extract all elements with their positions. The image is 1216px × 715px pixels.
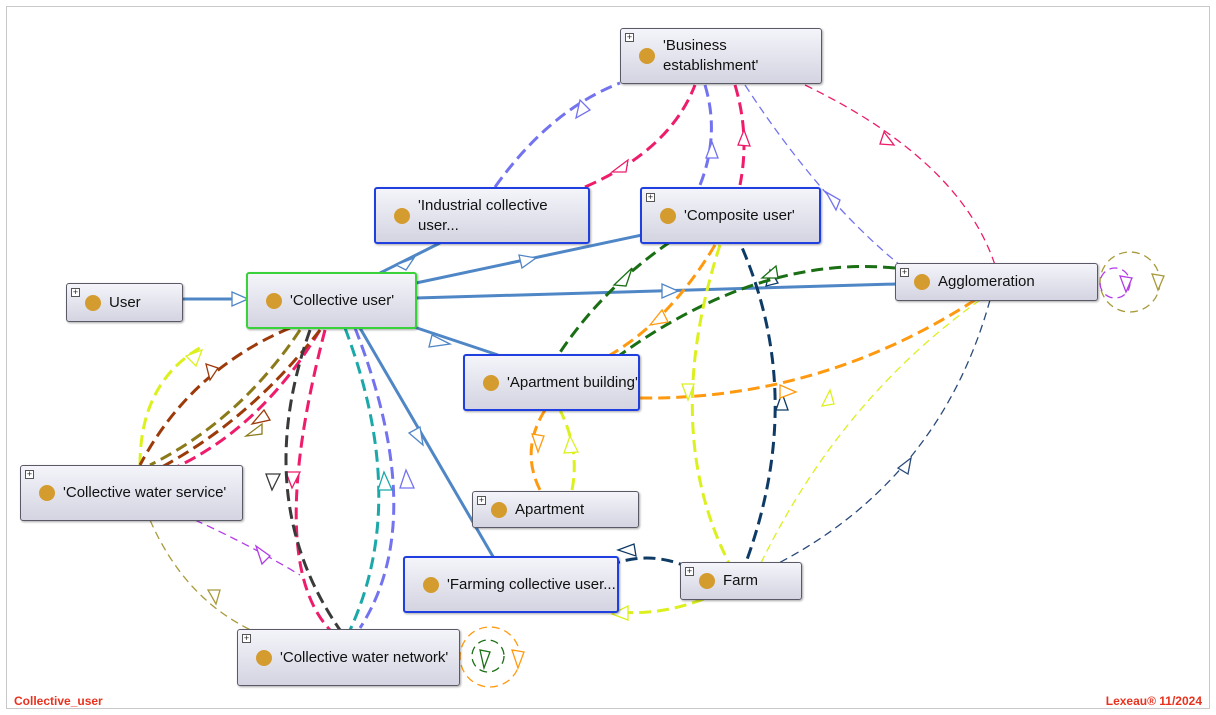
node-industrial-collective-user[interactable]: 'Industrial collective user... [374, 187, 590, 244]
green-edges [471, 240, 896, 673]
expand-icon[interactable]: + [646, 192, 655, 202]
node-apartment-building[interactable]: 'Apartment building' [463, 354, 640, 411]
subclass-edges [182, 233, 897, 561]
expand-icon[interactable]: + [685, 566, 694, 576]
magenta-edges [169, 84, 996, 632]
expand-icon[interactable]: + [477, 495, 486, 505]
node-label: User [109, 293, 141, 311]
individual-dot-icon [639, 48, 655, 64]
individual-dot-icon [491, 501, 507, 518]
node-label: 'Collective water network' [280, 648, 449, 666]
teal-edges [343, 327, 394, 631]
copyright-label: Lexeau® 11/2024 [1105, 694, 1202, 708]
node-apartment[interactable]: + Apartment [472, 491, 639, 528]
individual-dot-icon [266, 292, 282, 309]
lime-edges [138, 244, 981, 621]
node-user[interactable]: + User [66, 283, 183, 322]
node-label: Agglomeration [938, 273, 1035, 290]
orange-edges [459, 244, 976, 688]
diagram-name-label: Collective_user [14, 694, 103, 708]
olive-edges [149, 251, 1165, 633]
expand-icon[interactable]: + [900, 267, 909, 277]
individual-dot-icon [699, 573, 715, 589]
individual-dot-icon [85, 294, 101, 311]
brown-edges [138, 326, 322, 470]
node-collective-user[interactable]: 'Collective user' [246, 272, 417, 329]
node-label: 'Apartment building' [507, 373, 638, 391]
edge-collective-apartment-building [407, 323, 499, 357]
individual-dot-icon [660, 207, 676, 224]
edge-collective-agglomeration [415, 282, 897, 300]
individual-dot-icon [423, 576, 439, 593]
individual-dot-icon [39, 485, 55, 501]
node-label: 'Collective water service' [63, 484, 227, 501]
node-composite-user[interactable]: + 'Composite user' [640, 187, 821, 244]
individual-dot-icon [394, 207, 410, 224]
node-label: 'Composite user' [684, 206, 795, 224]
expand-icon[interactable]: + [25, 469, 34, 479]
periwinkle-edges [353, 81, 901, 629]
diagram-frame [6, 6, 1210, 709]
node-label: 'Business establishment' [663, 37, 759, 74]
node-collective-water-service[interactable]: + 'Collective water service' [20, 465, 243, 521]
expand-icon[interactable]: + [71, 287, 80, 297]
individual-dot-icon [483, 374, 499, 391]
individual-dot-icon [256, 649, 272, 666]
individual-dot-icon [914, 274, 930, 290]
node-label: 'Industrial collective user... [418, 196, 548, 234]
node-farm[interactable]: + Farm [680, 562, 802, 600]
node-label: 'Collective user' [290, 291, 395, 309]
node-business-establishment[interactable]: + 'Business establishment' [620, 28, 822, 84]
node-collective-water-network[interactable]: + 'Collective water network' [237, 629, 460, 686]
node-label: Apartment [515, 500, 585, 518]
expand-icon[interactable]: + [625, 32, 634, 42]
violet-edges [194, 267, 1133, 576]
node-agglomeration[interactable]: + Agglomeration [895, 263, 1098, 301]
edge-collective-industrial [379, 241, 441, 275]
dark-edges [265, 329, 342, 631]
node-label: Farm [723, 572, 758, 589]
node-farming-collective-user[interactable]: 'Farming collective user... [403, 556, 619, 613]
node-label: 'Farming collective user... [447, 575, 616, 593]
expand-icon[interactable]: + [242, 633, 251, 643]
